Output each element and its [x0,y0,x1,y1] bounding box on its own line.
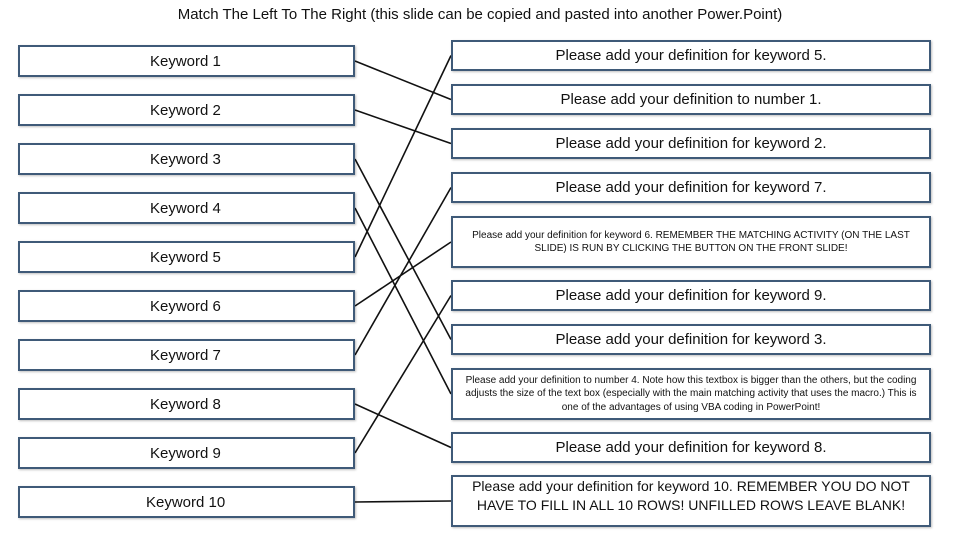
match-line-1 [354,60,452,101]
definition-text: Please add your definition for keyword 6… [472,229,910,255]
definition-box-8[interactable]: Please add your definition to number 4. … [451,368,931,420]
definition-text: Please add your definition for keyword 9… [555,287,827,304]
keyword-label: Keyword 2 [150,101,221,119]
definition-text: Please add your definition for keyword 2… [555,135,827,152]
match-line-4 [354,207,452,395]
keyword-label: Keyword 5 [150,248,221,266]
keyword-label: Keyword 10 [146,493,226,511]
keyword-box-6[interactable]: Keyword 6 [18,290,355,322]
definition-text: Please add your definition to number 4. … [465,374,917,413]
definition-box-7[interactable]: Please add your definition for keyword 3… [451,324,931,355]
definition-box-6[interactable]: Please add your definition for keyword 9… [451,280,931,311]
definition-box-4[interactable]: Please add your definition for keyword 7… [451,172,931,203]
definition-text: Please add your definition for keyword 3… [555,331,827,348]
keyword-label: Keyword 1 [150,52,221,70]
match-line-7 [354,187,452,356]
keyword-box-1[interactable]: Keyword 1 [18,45,355,77]
match-line-3 [354,158,452,340]
definition-text: Please add your definition for keyword 5… [555,47,827,64]
slide-title: Match The Left To The Right (this slide … [177,6,783,23]
match-line-2 [354,109,452,145]
match-line-5 [354,55,452,258]
keyword-box-10[interactable]: Keyword 10 [18,486,355,518]
keyword-box-9[interactable]: Keyword 9 [18,437,355,469]
keyword-box-5[interactable]: Keyword 5 [18,241,355,273]
definition-box-3[interactable]: Please add your definition for keyword 2… [451,128,931,159]
definition-text: Please add your definition for keyword 7… [555,179,827,196]
keyword-box-7[interactable]: Keyword 7 [18,339,355,371]
definition-box-10[interactable]: Please add your definition for keyword 1… [451,475,931,527]
definition-text: Please add your definition to number 1. [560,91,822,108]
definition-box-1[interactable]: Please add your definition for keyword 5… [451,40,931,71]
keyword-box-8[interactable]: Keyword 8 [18,388,355,420]
match-line-6 [354,241,452,307]
definition-box-2[interactable]: Please add your definition to number 1. [451,84,931,115]
match-line-8 [354,403,452,449]
match-line-10 [354,500,452,503]
keyword-label: Keyword 8 [150,395,221,413]
keyword-label: Keyword 4 [150,199,221,217]
definition-box-5[interactable]: Please add your definition for keyword 6… [451,216,931,268]
definition-text: Please add your definition for keyword 8… [555,439,827,456]
keyword-label: Keyword 7 [150,346,221,364]
keyword-box-2[interactable]: Keyword 2 [18,94,355,126]
keyword-label: Keyword 6 [150,297,221,315]
definition-box-9[interactable]: Please add your definition for keyword 8… [451,432,931,463]
keyword-box-4[interactable]: Keyword 4 [18,192,355,224]
keyword-label: Keyword 9 [150,444,221,462]
keyword-label: Keyword 3 [150,150,221,168]
keyword-box-3[interactable]: Keyword 3 [18,143,355,175]
match-line-9 [354,295,452,454]
definition-text: Please add your definition for keyword 1… [472,478,910,513]
